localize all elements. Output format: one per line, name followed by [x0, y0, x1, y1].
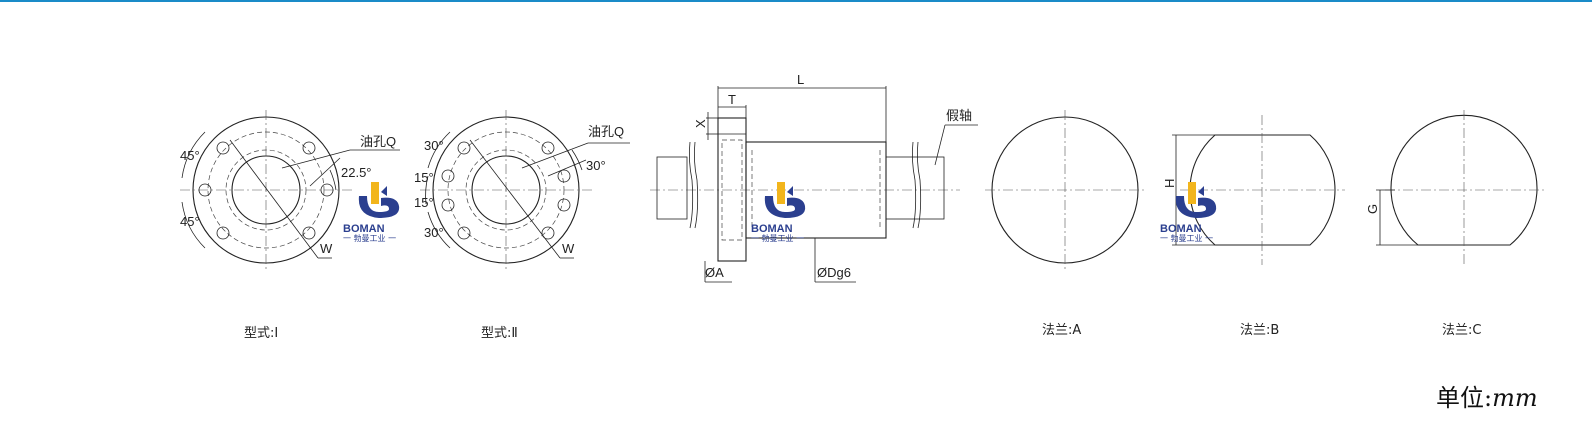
flange-type-2: 30° 15° 15° 30° 30° 油孔Q W 型式:Ⅱ [414, 110, 630, 341]
flange-b: H 法兰:B [1162, 115, 1345, 338]
dim-L-label: L [797, 72, 804, 87]
top-accent-bar [0, 0, 1592, 2]
w-label-2: W [562, 241, 575, 256]
dim-phiDg6-label: ØDg6 [817, 265, 851, 280]
unit-value: mm [1492, 384, 1538, 412]
logo-sub-3: 一 勃曼工业 一 [1160, 233, 1213, 243]
dim-T-label: T [728, 92, 736, 107]
angle-45-top-label: 45° [180, 148, 200, 163]
logo-name-2: BOMAN [751, 223, 793, 235]
logo-sub-2: 一 勃曼工业 一 [751, 233, 804, 243]
dim-H-label: H [1162, 179, 1177, 188]
oil-hole-label-2: 油孔Q [588, 124, 624, 139]
type-1-caption: 型式:Ⅰ [244, 326, 278, 341]
logo-name-1: BOMAN [343, 223, 385, 235]
w-label-1: W [320, 241, 333, 256]
logo-sub-1: 一 勃曼工业 一 [343, 233, 396, 243]
flange-a: 法兰:A [985, 110, 1145, 338]
dim-X-label: X [693, 119, 708, 128]
angle-15-a-label: 15° [414, 170, 434, 185]
angle-30-bottom-label: 30° [424, 225, 444, 240]
svg-text:单位:mm: 单位:mm [1436, 384, 1538, 412]
unit-prefix: 单位: [1436, 384, 1492, 412]
angle-22-5-label: 22.5° [341, 165, 372, 180]
boman-logo-3: BOMAN 一 勃曼工业 一 [1160, 182, 1217, 243]
dim-G-label: G [1365, 204, 1380, 214]
boman-logo-1: BOMAN 一 勃曼工业 一 [343, 182, 400, 243]
unit-label: 单位:mm [1436, 384, 1538, 412]
boman-logo-2: BOMAN 一 勃曼工业 一 [751, 182, 806, 243]
flange-c: G 法兰:C [1365, 110, 1545, 338]
flange-type-1: 45° 45° 22.5° 油孔Q W 型式:Ⅰ [180, 110, 400, 341]
nut-side-view: L T X ØA ØDg6 假轴 [650, 72, 978, 283]
type-2-caption: 型式:Ⅱ [481, 326, 518, 341]
oil-hole-label-1: 油孔Q [360, 134, 396, 149]
dummy-shaft-label: 假轴 [946, 108, 972, 123]
flange-b-caption: 法兰:B [1240, 323, 1279, 338]
flange-a-caption: 法兰:A [1042, 323, 1081, 338]
angle-15-b-label: 15° [414, 195, 434, 210]
flange-c-caption: 法兰:C [1442, 323, 1481, 338]
angle-30-top-label: 30° [424, 138, 444, 153]
dim-phiA-label: ØA [705, 265, 724, 280]
logo-name-3: BOMAN [1160, 223, 1202, 235]
angle-30-right-label: 30° [586, 158, 606, 173]
angle-45-bottom-label: 45° [180, 214, 200, 229]
